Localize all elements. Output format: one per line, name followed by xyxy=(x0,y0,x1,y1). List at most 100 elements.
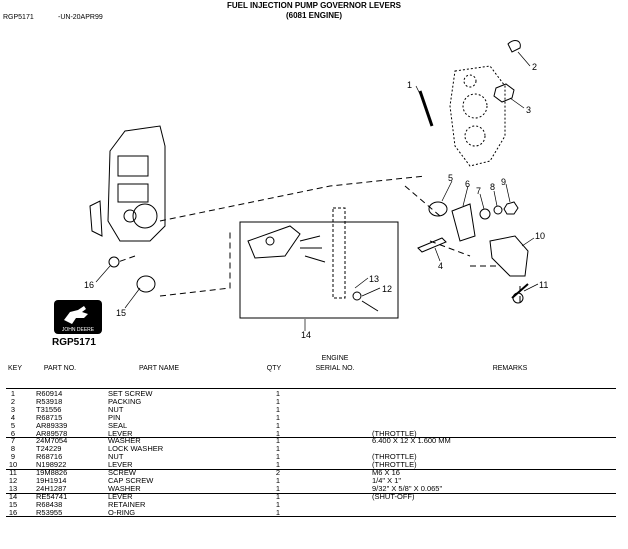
logo-text: JOHN DEERE xyxy=(62,327,95,333)
cell-qty: 1 xyxy=(275,452,281,462)
callout-5: 5 xyxy=(448,173,453,183)
cell-remarks: (THROTTLE) xyxy=(372,460,417,470)
cell-remarks: 6.400 X 12 X 1.600 MM xyxy=(372,436,451,446)
cell-part-no: R68715 xyxy=(36,412,63,422)
figure-id: RGP5171 xyxy=(3,14,34,21)
cell-part-no: 24M7054 xyxy=(36,436,68,446)
cell-part-name: WASHER xyxy=(108,483,141,493)
callout-12: 12 xyxy=(382,284,392,294)
cell-qty: 1 xyxy=(275,420,281,430)
cell-key: 13 xyxy=(8,483,18,493)
deer-icon: JOHN DEERE xyxy=(62,306,95,333)
cell-part-name: CAP SCREW xyxy=(108,475,154,485)
cell-part-name: LOCK WASHER xyxy=(108,444,164,454)
cell-part-no: R68438 xyxy=(36,499,63,509)
cell-part-name: O-RING xyxy=(108,507,136,517)
cell-key: 7 xyxy=(10,436,16,446)
governor-housing-right xyxy=(449,65,506,167)
cell-remarks: M6 X 16 xyxy=(372,468,400,477)
brand-logo: JOHN DEERE xyxy=(54,300,102,334)
cell-key: 3 xyxy=(10,404,16,414)
cell-part-name: SCREW xyxy=(108,468,136,477)
callout-16: 16 xyxy=(84,280,94,290)
cell-qty: 1 xyxy=(275,507,281,517)
cell-part-no: T31556 xyxy=(36,404,62,414)
cell-qty: 1 xyxy=(275,491,281,501)
cell-qty: 1 xyxy=(275,475,281,485)
cell-part-no: N198922 xyxy=(36,460,67,470)
cell-part-name: SEAL xyxy=(108,420,128,430)
row-group-rule xyxy=(6,437,616,439)
exploded-parts-diagram: 1 2 3 4 5 6 7 8 9 10 11 12 13 14 15 16 xyxy=(84,40,548,340)
cell-qty: 1 xyxy=(275,499,281,509)
callout-8: 8 xyxy=(490,182,495,192)
cell-qty: 1 xyxy=(275,396,281,406)
table-row: 7 24M7054 WASHER 1 6.400 X 12 X 1.600 MM xyxy=(0,437,628,445)
cell-part-no: R53918 xyxy=(36,396,63,406)
cell-key: 15 xyxy=(8,499,18,509)
cell-qty: 1 xyxy=(275,428,281,438)
cell-qty: 1 xyxy=(275,436,281,446)
shut-off-lever xyxy=(247,225,301,259)
cell-remarks: (THROTTLE) xyxy=(372,428,417,438)
title-line-2: (6081 ENGINE) xyxy=(285,11,343,20)
cell-remarks: 1/4" X 1" xyxy=(372,475,402,485)
col-header-key: KEY xyxy=(7,365,22,372)
cell-part-name: WASHER xyxy=(108,436,141,446)
cell-remarks: (THROTTLE) xyxy=(372,452,417,462)
revision-code: -UN-20APR99 xyxy=(58,14,103,21)
cell-key: 6 xyxy=(10,428,16,438)
callout-2: 2 xyxy=(532,62,537,72)
callout-11: 11 xyxy=(539,280,548,290)
cell-key: 11 xyxy=(9,468,17,477)
cell-qty: 1 xyxy=(275,404,281,414)
cell-qty: 1 xyxy=(275,483,281,493)
cell-part-no: R60914 xyxy=(36,389,63,398)
callout-6: 6 xyxy=(465,179,470,189)
cell-qty: 2 xyxy=(275,468,281,477)
title-line-1: FUEL INJECTION PUMP GOVERNOR LEVERS xyxy=(227,1,401,10)
row-group-rule xyxy=(6,469,616,470)
pump-housing-left xyxy=(89,125,166,242)
cell-key: 8 xyxy=(10,444,16,454)
callout-13: 13 xyxy=(369,274,379,284)
table-row: 6 AR89578 LEVER 1 (THROTTLE) xyxy=(0,428,628,438)
cell-qty: 1 xyxy=(275,460,281,470)
callout-14: 14 xyxy=(301,330,311,340)
col-header-serial-no: SERIAL NO. xyxy=(315,365,355,372)
cell-part-no: AR89578 xyxy=(36,428,68,438)
cell-remarks: (SHUT-OFF) xyxy=(372,491,415,501)
cell-part-name: LEVER xyxy=(108,428,133,438)
callout-15: 15 xyxy=(116,308,126,318)
cell-key: 10 xyxy=(8,460,18,470)
callout-7: 7 xyxy=(476,186,481,196)
cell-key: 1 xyxy=(10,389,16,398)
cell-part-name: PIN xyxy=(108,412,121,422)
cell-part-name: LEVER xyxy=(108,491,133,501)
cell-qty: 1 xyxy=(275,444,281,454)
cell-key: 9 xyxy=(10,452,16,462)
cell-part-name: SET SCREW xyxy=(108,389,153,398)
table-row: 4 R68715 PIN 1 xyxy=(0,412,628,422)
cell-part-no: 24H1287 xyxy=(36,483,67,493)
page-title: FUEL INJECTION PUMP GOVERNOR LEVERS (608… xyxy=(0,1,628,21)
cell-key: 4 xyxy=(10,412,16,422)
callout-9: 9 xyxy=(501,177,506,187)
cell-key: 5 xyxy=(10,420,16,430)
table-row: 11 19M8826 SCREW 2 M6 X 16 xyxy=(0,469,628,477)
cell-part-name: PACKING xyxy=(108,396,142,406)
col-header-engine: ENGINE xyxy=(321,355,349,362)
cell-part-no: 19M8826 xyxy=(36,468,68,477)
callout-4: 4 xyxy=(438,261,443,271)
assembly-leader-lines xyxy=(117,175,521,306)
cell-part-no: 19H1914 xyxy=(36,475,67,485)
cell-qty: 1 xyxy=(275,412,281,422)
